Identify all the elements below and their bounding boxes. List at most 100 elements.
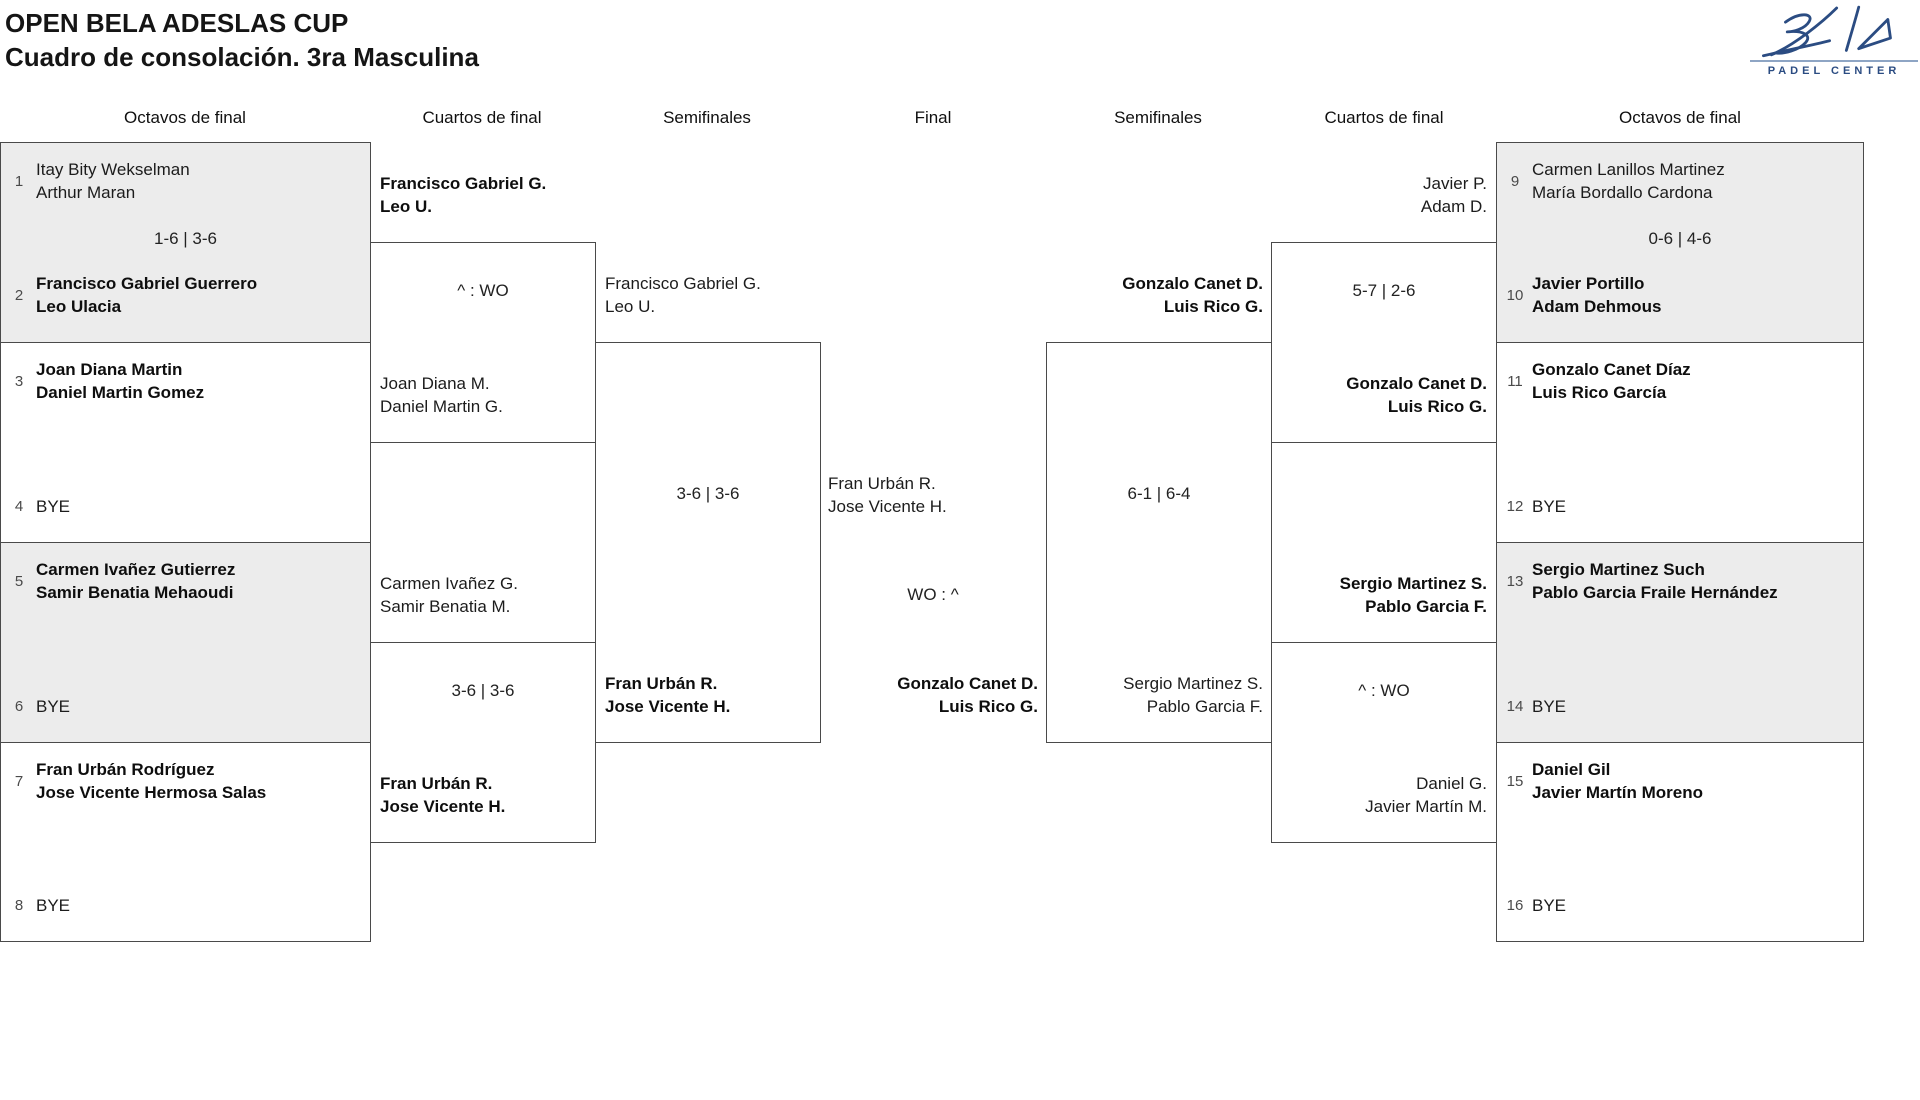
team-row: 8 BYE [1, 894, 370, 917]
round-header-cuartos-left: Cuartos de final [422, 108, 542, 127]
round-header-semis-left: Semifinales [663, 108, 751, 127]
player-name: BYE [1532, 497, 1567, 516]
advancing-team-label: Fran Urbán R. Jose Vicente H. [380, 772, 590, 818]
match-score: ^ : WO [1358, 681, 1410, 700]
team-names: BYE [36, 894, 70, 917]
seed-number: 5 [14, 572, 24, 590]
finalist-label: Fran Urbán R. Jose Vicente H. [828, 472, 1038, 518]
match-box-octavos-2: 3 Joan Diana Martin Daniel Martin Gomez … [0, 342, 371, 543]
match-score: 1-6 | 3-6 [153, 229, 217, 248]
player-name: BYE [1532, 697, 1567, 716]
player-name: Javier Portillo [1532, 274, 1645, 293]
team-row: 7 Fran Urbán Rodríguez Jose Vicente Herm… [1, 758, 370, 804]
round-header-cuartos-right: Cuartos de final [1324, 108, 1444, 127]
player-name: Daniel Martin Gomez [36, 383, 205, 402]
team-row: 13 Sergio Martinez Such Pablo Garcia Fra… [1497, 558, 1863, 604]
player-name: Joan Diana M. [380, 374, 490, 393]
seed-number: 8 [14, 897, 24, 914]
team-names: Itay Bity Wekselman Arthur Maran [36, 158, 190, 204]
advancing-team-label: Fran Urbán R. Jose Vicente H. [605, 672, 815, 718]
player-name: Jose Vicente Hermosa Salas [36, 783, 267, 802]
player-name: BYE [36, 697, 71, 716]
player-name: Carmen Lanillos Martinez [1532, 160, 1725, 179]
bracket-box-sf-left [595, 342, 821, 743]
seed-number: 10 [1506, 286, 1524, 304]
player-name: Pablo Garcia Fraile Hernández [1532, 583, 1778, 602]
player-name: Carmen Ivañez Gutierrez [36, 560, 236, 579]
round-header-semis-right: Semifinales [1114, 108, 1202, 127]
player-name: Itay Bity Wekselman [36, 160, 190, 179]
advancing-team-label: Sergio Martinez S. Pablo Garcia F. [1280, 572, 1487, 618]
player-name: Sergio Martinez Such [1532, 560, 1705, 579]
match-box-octavos-5: 9 Carmen Lanillos Martinez María Bordall… [1496, 142, 1864, 343]
final-score: WO : ^ [907, 585, 959, 604]
team-row: 14 BYE [1497, 695, 1863, 718]
player-name: Fran Urbán Rodríguez [36, 760, 215, 779]
team-names: Javier Portillo Adam Dehmous [1532, 272, 1661, 318]
player-name: Sergio Martinez S. [1123, 674, 1263, 693]
advancing-team-label: Daniel G. Javier Martín M. [1280, 772, 1487, 818]
seed-number: 6 [14, 698, 24, 715]
team-names: BYE [36, 495, 70, 518]
player-name: Luis Rico G. [1163, 297, 1263, 316]
player-name: Javier Martín Moreno [1532, 783, 1703, 802]
seed-number: 1 [14, 172, 24, 190]
match-box-octavos-4: 7 Fran Urbán Rodríguez Jose Vicente Herm… [0, 742, 371, 942]
player-name: Javier P. [1423, 174, 1487, 193]
team-row: 1 Itay Bity Wekselman Arthur Maran [1, 158, 370, 204]
advancing-team-label: Sergio Martinez S. Pablo Garcia F. [1052, 672, 1263, 718]
team-row: 15 Daniel Gil Javier Martín Moreno [1497, 758, 1863, 804]
seed-number: 4 [14, 498, 24, 515]
team-names: Gonzalo Canet Díaz Luis Rico García [1532, 358, 1691, 404]
match-box-octavos-1: 1 Itay Bity Wekselman Arthur Maran 1-6 |… [0, 142, 371, 343]
bracket-box-qf-right-1 [1271, 242, 1497, 443]
player-name: Javier Martín M. [1365, 797, 1487, 816]
team-names: BYE [1532, 695, 1566, 718]
player-name: Luis Rico G. [1387, 397, 1487, 416]
player-name: Adam D. [1420, 197, 1487, 216]
player-name: Leo U. [380, 197, 432, 216]
player-name: Gonzalo Canet D. [897, 674, 1038, 693]
team-names: Fran Urbán Rodríguez Jose Vicente Hermos… [36, 758, 266, 804]
bracket-box-qf-right-2 [1271, 642, 1497, 843]
advancing-team-label: Francisco Gabriel G. Leo U. [605, 272, 815, 318]
player-name: Carmen Ivañez G. [380, 574, 518, 593]
team-names: Daniel Gil Javier Martín Moreno [1532, 758, 1703, 804]
bela-logo: PADEL CENTER [1750, 4, 1918, 77]
player-name: Luis Rico García [1532, 383, 1667, 402]
team-row: 11 Gonzalo Canet Díaz Luis Rico García [1497, 358, 1863, 404]
team-row: 16 BYE [1497, 894, 1863, 917]
advancing-team-label: Gonzalo Canet D. Luis Rico G. [1280, 372, 1487, 418]
seed-number: 14 [1506, 698, 1524, 715]
logo-divider [1750, 60, 1918, 62]
seed-number: 15 [1506, 772, 1524, 790]
player-name: María Bordallo Cardona [1532, 183, 1713, 202]
seed-number: 3 [14, 372, 24, 390]
match-score: 0-6 | 4-6 [1648, 229, 1712, 248]
seed-number: 11 [1507, 372, 1523, 390]
advancing-team-label: Francisco Gabriel G. Leo U. [380, 172, 590, 218]
player-name: Luis Rico G. [938, 697, 1038, 716]
round-header-final: Final [914, 108, 952, 127]
seed-number: 16 [1506, 897, 1524, 914]
advancing-team-label: Joan Diana M. Daniel Martin G. [380, 372, 590, 418]
team-row: 4 BYE [1, 495, 370, 518]
team-row: 9 Carmen Lanillos Martinez María Bordall… [1497, 158, 1863, 204]
player-name: Jose Vicente H. [605, 697, 731, 716]
player-name: Gonzalo Canet Díaz [1532, 360, 1691, 379]
player-name: Gonzalo Canet D. [1346, 374, 1487, 393]
header: OPEN BELA ADESLAS CUP Cuadro de consolac… [5, 6, 479, 74]
player-name: Francisco Gabriel G. [605, 274, 761, 293]
finalist-label: Gonzalo Canet D. Luis Rico G. [828, 672, 1038, 718]
player-name: Adam Dehmous [1532, 297, 1662, 316]
team-row: 6 BYE [1, 695, 370, 718]
team-row: 3 Joan Diana Martin Daniel Martin Gomez [1, 358, 370, 404]
player-name: Daniel Gil [1532, 760, 1611, 779]
page-title: OPEN BELA ADESLAS CUP [5, 8, 349, 38]
team-row: 5 Carmen Ivañez Gutierrez Samir Benatia … [1, 558, 370, 604]
match-score: 3-6 | 3-6 [676, 484, 740, 503]
player-name: BYE [36, 497, 71, 516]
player-name: Fran Urbán R. [828, 474, 936, 493]
player-name: Samir Benatia M. [380, 597, 511, 616]
